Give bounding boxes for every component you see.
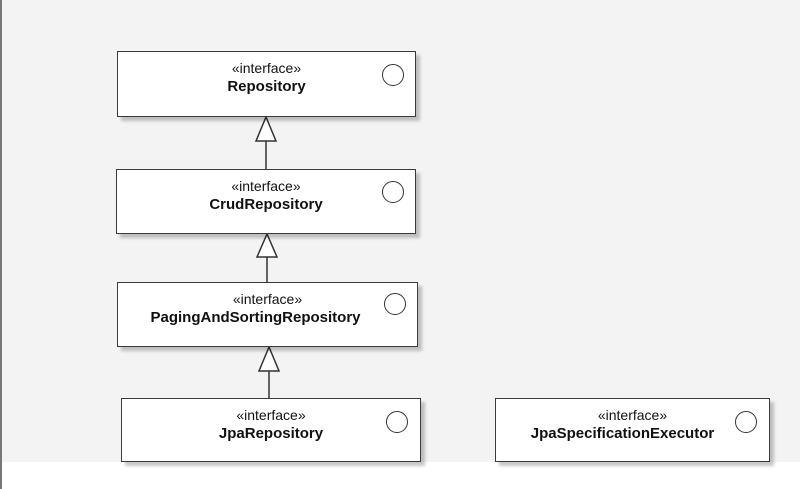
generalization-arrowhead <box>255 232 279 258</box>
interface-circle-icon <box>735 411 757 433</box>
interface-box-jpa-repository[interactable]: «interface» JpaRepository <box>121 398 421 462</box>
generalization-arrowhead <box>254 115 278 142</box>
interface-box-paging-and-sorting-repository[interactable]: «interface» PagingAndSortingRepository <box>117 282 418 347</box>
frame-left-border <box>0 0 2 489</box>
interface-circle-icon <box>382 181 404 203</box>
interface-box-crud-repository[interactable]: «interface» CrudRepository <box>116 169 416 234</box>
interface-name: PagingAndSortingRepository <box>150 309 361 326</box>
stereotype-label: «interface» <box>232 291 303 307</box>
interface-name: JpaRepository <box>218 425 324 442</box>
interface-box-jpa-specification-executor[interactable]: «interface» JpaSpecificationExecutor <box>495 398 770 462</box>
stereotype-label: «interface» <box>597 407 668 423</box>
interface-name: CrudRepository <box>209 196 323 213</box>
edge-crud-to-repository <box>254 115 278 169</box>
stereotype-label: «interface» <box>236 407 306 423</box>
interface-circle-icon <box>382 64 404 86</box>
interface-name: Repository <box>227 78 306 95</box>
stereotype-label: «interface» <box>231 178 301 194</box>
edge-jpa-to-paging <box>257 345 281 398</box>
edge-paging-to-crud <box>255 232 279 282</box>
interface-name: JpaSpecificationExecutor <box>530 425 715 442</box>
interface-circle-icon <box>386 411 408 433</box>
frame-bottom-strip <box>2 462 800 489</box>
generalization-arrowhead <box>257 345 281 372</box>
stereotype-label: «interface» <box>231 60 302 76</box>
interface-circle-icon <box>384 293 406 315</box>
interface-box-repository[interactable]: «interface» Repository <box>117 51 416 117</box>
